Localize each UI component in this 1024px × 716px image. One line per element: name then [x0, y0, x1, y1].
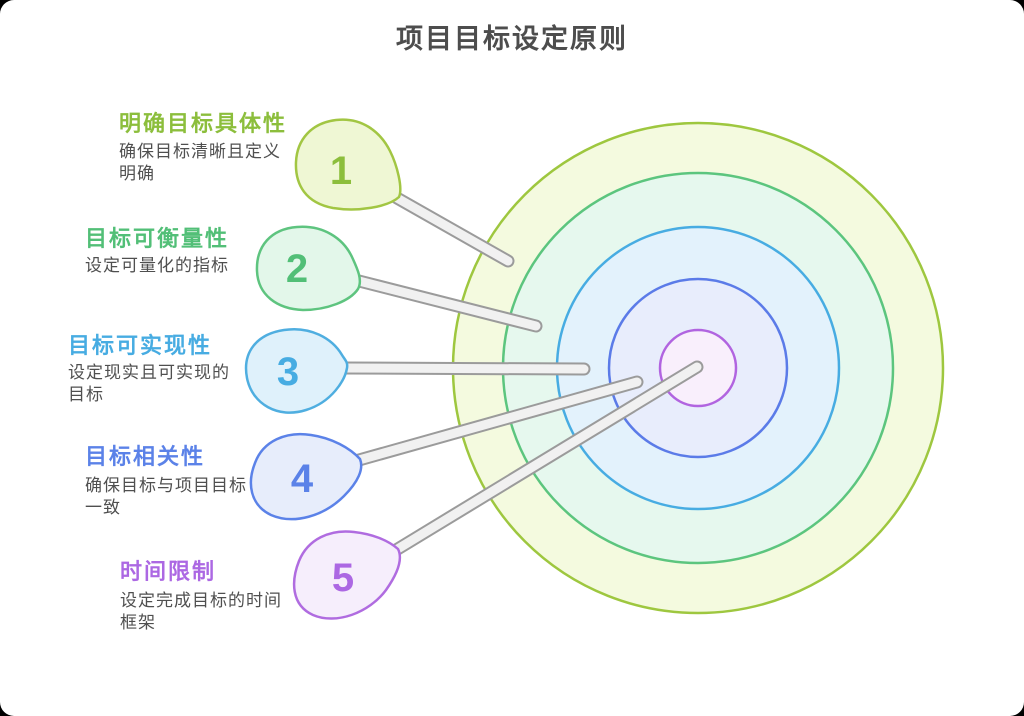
needle-4-body	[354, 377, 642, 465]
needle-4	[352, 375, 644, 467]
pin-blob-5	[292, 530, 402, 620]
pin-number-5: 5	[332, 556, 354, 600]
needle-3	[336, 361, 591, 376]
principle-heading-1: 明确目标具体性	[119, 111, 288, 136]
pin-number-2: 2	[286, 247, 308, 291]
needle-2	[352, 274, 543, 333]
pin-blob-3	[244, 327, 349, 414]
principle-heading-5: 时间限制	[120, 559, 217, 584]
principle-heading-2: 目标可衡量性	[85, 226, 230, 251]
principle-heading-4: 目标相关性	[85, 444, 206, 469]
needle-2-body	[354, 276, 541, 331]
principle-desc-2: 设定可量化的指标	[85, 256, 229, 275]
pin-number-3: 3	[277, 350, 299, 394]
pin-number-4: 4	[291, 457, 314, 501]
needle-1	[390, 191, 515, 268]
pin-blob-2	[255, 225, 362, 312]
principle-desc-4: 确保目标与项目目标 一致	[85, 476, 247, 517]
pin-number-1: 1	[330, 149, 352, 193]
principle-desc-5: 设定完成目标的时间 框架	[120, 591, 282, 632]
principle-desc-3: 设定现实且可实现的 目标	[68, 363, 230, 404]
needle-1-body	[392, 193, 513, 266]
needle-3-body	[338, 363, 589, 374]
needle-5	[389, 360, 704, 557]
page-title: 项目目标设定原则	[396, 24, 628, 54]
needle-5-body	[391, 362, 702, 555]
principle-desc-1: 确保目标清晰且定义 明确	[119, 142, 281, 183]
principle-heading-3: 目标可实现性	[68, 333, 213, 358]
pin-blob-1	[294, 118, 402, 211]
pin-blob-4	[249, 432, 363, 521]
